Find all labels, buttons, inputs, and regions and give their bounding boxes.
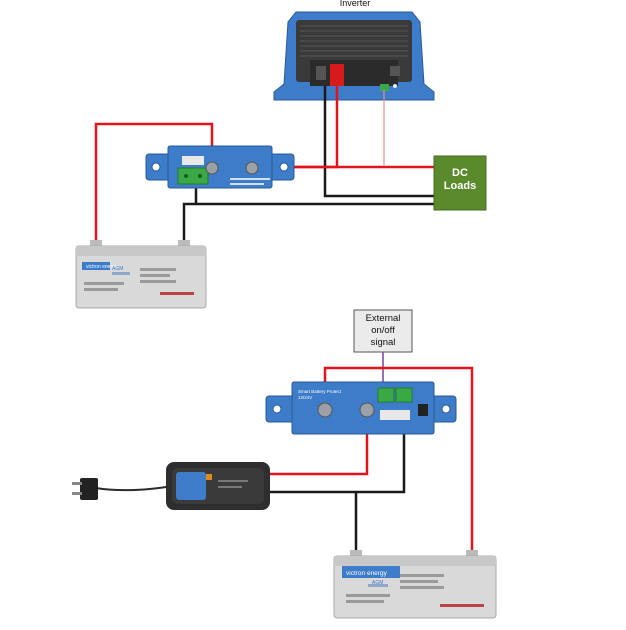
battery-protect-title-line2: 12/24V [298,395,312,400]
plug-icon [72,478,98,500]
battery-bottom-model: AGM [372,580,383,586]
battery-top-brand: victron energy [86,264,118,270]
battery-icon [75,240,207,309]
black-wire [182,202,434,246]
charger-icon [166,462,270,510]
inverter-icon [273,11,435,101]
dc-loads-line2: Loads [443,180,477,192]
dc-loads-line1: DC [452,167,468,179]
external-signal-box [353,309,413,353]
external-signal-line2: on/off [371,325,395,336]
dc-loads-label: DC Loads [434,167,486,193]
battery-protect-icon [145,145,295,189]
battery-protect-title-line1: Smart Battery Protect [298,389,342,394]
battery-top-model: AGM [112,266,123,272]
red-wire [94,122,214,246]
dc-loads-box [433,155,487,211]
battery-protect-icon [265,381,457,435]
external-signal-line1: External [365,313,401,324]
battery-bottom-brand: victron energy [346,570,388,577]
black-wire [323,86,434,198]
external-signal-label: External on/off signal [354,313,412,349]
black-wire [354,412,406,556]
battery-icon [333,550,497,619]
inverter-title: Inverter [339,0,371,8]
external-signal-line3: signal [370,337,396,348]
charger-cable [95,485,173,492]
